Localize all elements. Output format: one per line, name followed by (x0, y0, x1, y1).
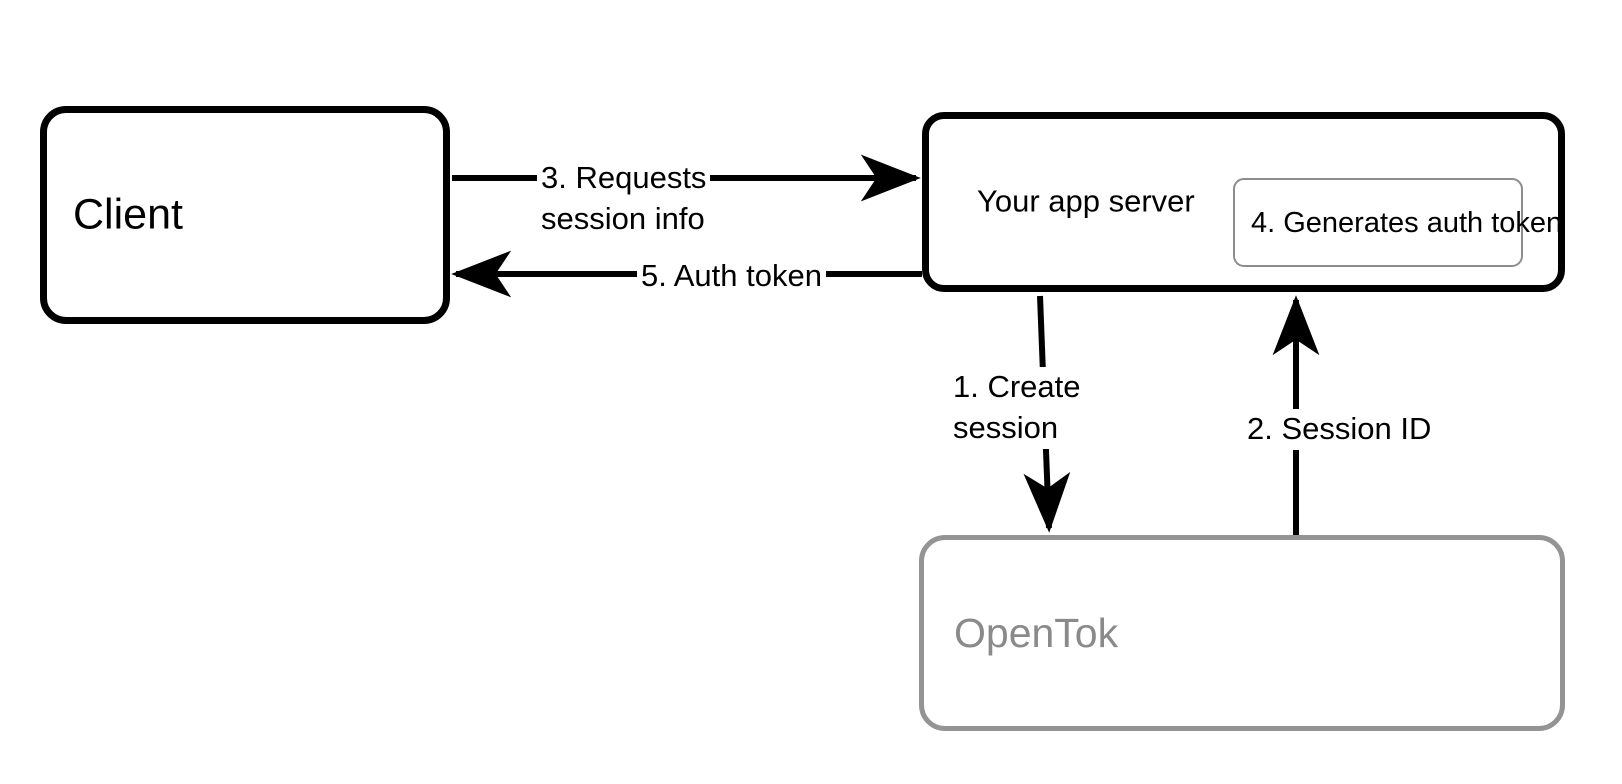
node-client[interactable]: Client (40, 106, 450, 324)
node-opentok-label: OpenTok (954, 609, 1119, 656)
node-opentok[interactable]: OpenTok (919, 535, 1565, 731)
edge-label-session-id: 2. Session ID (1243, 409, 1436, 450)
node-generates-auth-token-label-line-1: 4. Generates (1251, 206, 1419, 239)
edge-label-requests-session-info: 3. Requests session info (537, 158, 711, 240)
edge-label-session-id-line-1: 2. Session ID (1247, 411, 1432, 446)
node-app-server-label: Your app server (977, 181, 1195, 224)
node-generates-auth-token-label-line-2: auth token (1426, 206, 1563, 239)
edge-label-create-session-line-1: 1. Create (953, 369, 1081, 404)
edge-label-requests-line-2: session info (541, 200, 705, 236)
edge-label-create-session: 1. Create session (949, 367, 1085, 449)
node-generates-auth-token[interactable]: 4. Generates auth token (1233, 178, 1562, 267)
node-app-server[interactable]: Your app server 4. Generates auth token (922, 112, 1565, 292)
edge-label-create-session-line-2: session (953, 409, 1059, 445)
edge-label-auth-token: 5. Auth token (637, 256, 826, 297)
edge-label-requests-line-1: 3. Requests (541, 160, 707, 195)
edge-label-auth-token-line-1: 5. Auth token (641, 258, 822, 293)
node-client-label: Client (73, 190, 183, 239)
node-generates-auth-token-label: 4. Generates auth token (1251, 202, 1562, 242)
node-app-server-label-line-1: Your app (977, 183, 1100, 219)
node-app-server-label-line-2: server (1108, 183, 1195, 219)
